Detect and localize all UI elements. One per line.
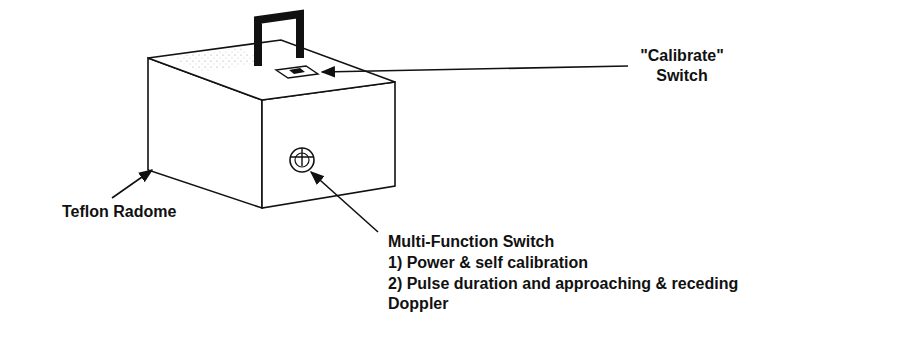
radome-top-face — [148, 40, 395, 100]
radome-front-face — [262, 82, 395, 208]
callout-label: Teflon Radome — [62, 202, 176, 222]
leader-arrow — [311, 172, 378, 232]
carry-handle — [258, 14, 300, 66]
leader-arrow — [112, 170, 152, 198]
callout-label: Multi-Function Switch — [388, 232, 554, 252]
rotary-knob — [290, 148, 314, 172]
knob-marks — [290, 148, 314, 166]
switch-toggle — [289, 68, 305, 74]
surface-texture — [170, 48, 265, 72]
leader-arrow — [322, 66, 628, 72]
calibrate-switch — [276, 66, 318, 78]
callout-label: "Calibrate" Switch — [632, 46, 732, 86]
function-note: 1) Power & self calibration — [388, 253, 588, 273]
function-note: 2) Pulse duration and approaching & rece… — [388, 274, 778, 314]
